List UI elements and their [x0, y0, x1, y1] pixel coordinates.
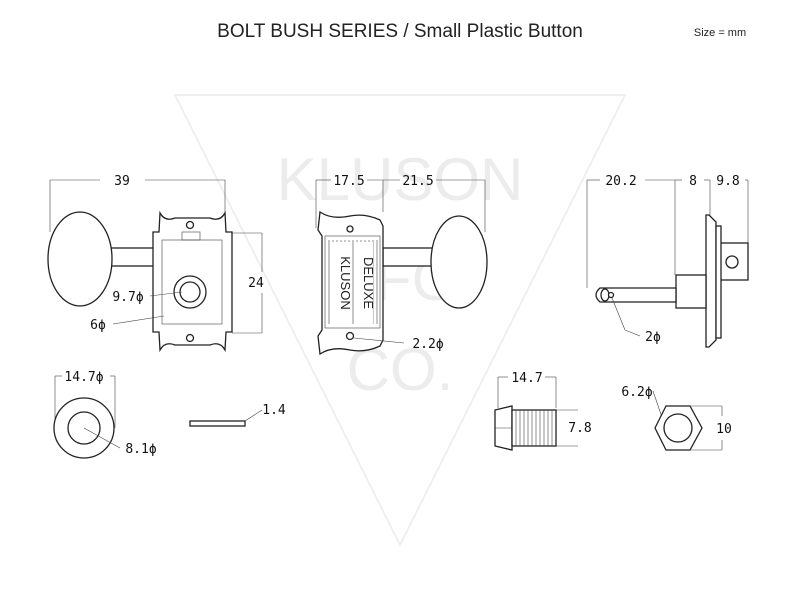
dim-39-label: 39 — [114, 174, 130, 189]
page-title: BOLT BUSH SERIES / Small Plastic Button — [217, 21, 583, 42]
brand-right-band — [355, 242, 373, 324]
bolt-bush-view: 14.7 7.8 — [494, 371, 592, 451]
back-tuner-button — [430, 215, 488, 309]
watermark-line-1: KLUSON — [277, 146, 524, 213]
size-unit-note: Size = mm — [694, 27, 746, 39]
string-hole-leader — [611, 297, 626, 331]
string-hole-leader-2 — [624, 329, 641, 337]
hole-label: 2.2ϕ — [412, 337, 443, 352]
bush-diameter-label: 7.8 — [568, 421, 591, 436]
dim-20-label: 20.2 — [605, 174, 636, 189]
bush-thread-body — [511, 409, 557, 447]
washer-profile — [189, 420, 246, 427]
dim-17-label: 17.5 — [333, 174, 364, 189]
post-label: 6ϕ — [90, 318, 106, 333]
bush-length-label: 14.7 — [511, 371, 542, 386]
brand-left-band — [332, 242, 350, 324]
side-plate-back — [715, 225, 722, 339]
housing-slot — [181, 231, 201, 241]
brand-kluson: KLUSON — [338, 256, 353, 309]
back-bottom-hole — [345, 331, 355, 341]
bush-hole-label: 9.7ϕ — [112, 290, 143, 305]
watermark-triangle — [173, 94, 627, 548]
post-hole — [179, 281, 201, 303]
dim-98-label: 9.8 — [716, 174, 739, 189]
hex-nut-view: 6.2ϕ 10 — [621, 385, 732, 451]
dim-8-label: 8 — [689, 174, 697, 189]
string-post — [595, 287, 677, 303]
side-plate — [705, 214, 717, 348]
string-hole — [607, 291, 615, 299]
nut-width-label: 10 — [716, 422, 732, 437]
hex-nut-hole — [663, 413, 693, 443]
string-hole-label: 2ϕ — [645, 330, 661, 345]
string-post-tip — [600, 288, 610, 302]
side-bush — [675, 274, 707, 309]
cover-inner-frame — [324, 235, 381, 329]
brand-deluxe: DELUXE — [361, 257, 376, 309]
housing-hole — [725, 255, 739, 269]
tuner-front-view: 39 24 9.7ϕ 6ϕ — [47, 174, 264, 353]
post-leader — [112, 315, 165, 325]
washer-thickness-leader — [244, 409, 263, 422]
tuner-side-view: 20.2 8 9.8 2ϕ — [586, 174, 749, 348]
top-mount-hole — [185, 220, 195, 230]
dim-21-label: 21.5 — [402, 174, 433, 189]
washer-view: 14.7ϕ 8.1ϕ 1.4 — [53, 370, 286, 459]
bush-hole-leader — [149, 291, 183, 297]
tuner-button — [47, 211, 113, 307]
hole-leader — [353, 337, 405, 344]
back-top-hole — [346, 225, 354, 233]
washer-inner-label: 8.1ϕ — [125, 442, 156, 457]
bush-threads — [515, 410, 553, 446]
nut-inner-label: 6.2ϕ — [621, 385, 652, 400]
bottom-mount-hole — [185, 333, 195, 343]
washer-inner-leader — [83, 427, 121, 449]
washer-outer-label: 14.7ϕ — [64, 370, 103, 385]
kluson-watermark: KLUSON MFG. CO. — [173, 94, 627, 548]
dim-24-label: 24 — [248, 276, 264, 291]
tuner-back-view: 17.5 21.5 KLUSON DELUXE — [315, 174, 488, 356]
washer-thickness-label: 1.4 — [262, 403, 286, 418]
